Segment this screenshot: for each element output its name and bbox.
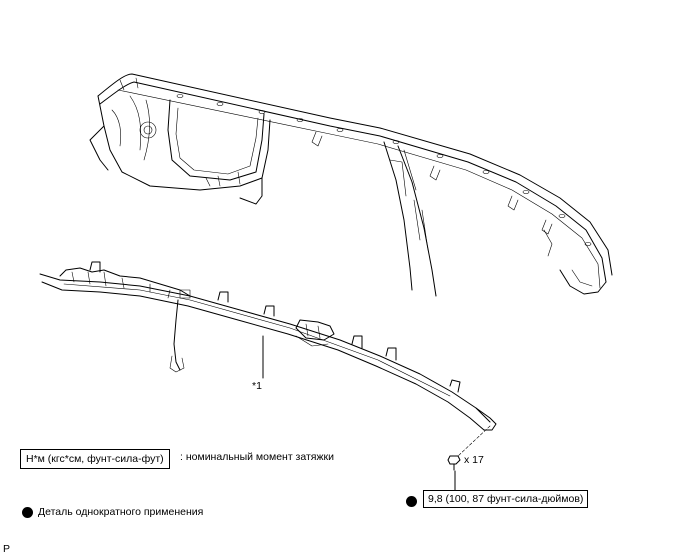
part-callout-label: *1: [252, 380, 262, 392]
corner-mark: P: [3, 543, 11, 555]
torque-spec-box: 9,8 (100, 87 фунт-сила-дюймов): [423, 490, 589, 508]
legend-non-reusable-desc: Деталь однократного применения: [38, 506, 204, 518]
bolt-quantity-label: x 17: [464, 454, 484, 466]
vehicle-body-frame: [89, 73, 613, 297]
bolt-fastener: [447, 425, 491, 491]
legend-torque-key-box: Н*м (кгс*см, фунт-сила-фут): [20, 449, 170, 469]
legend-torque-key-desc: : номинальный момент затяжки: [180, 451, 334, 463]
curtain-shield-airbag: [39, 261, 497, 431]
legend-non-reusable-icon: [22, 507, 33, 518]
non-reusable-part-icon: [406, 496, 417, 507]
